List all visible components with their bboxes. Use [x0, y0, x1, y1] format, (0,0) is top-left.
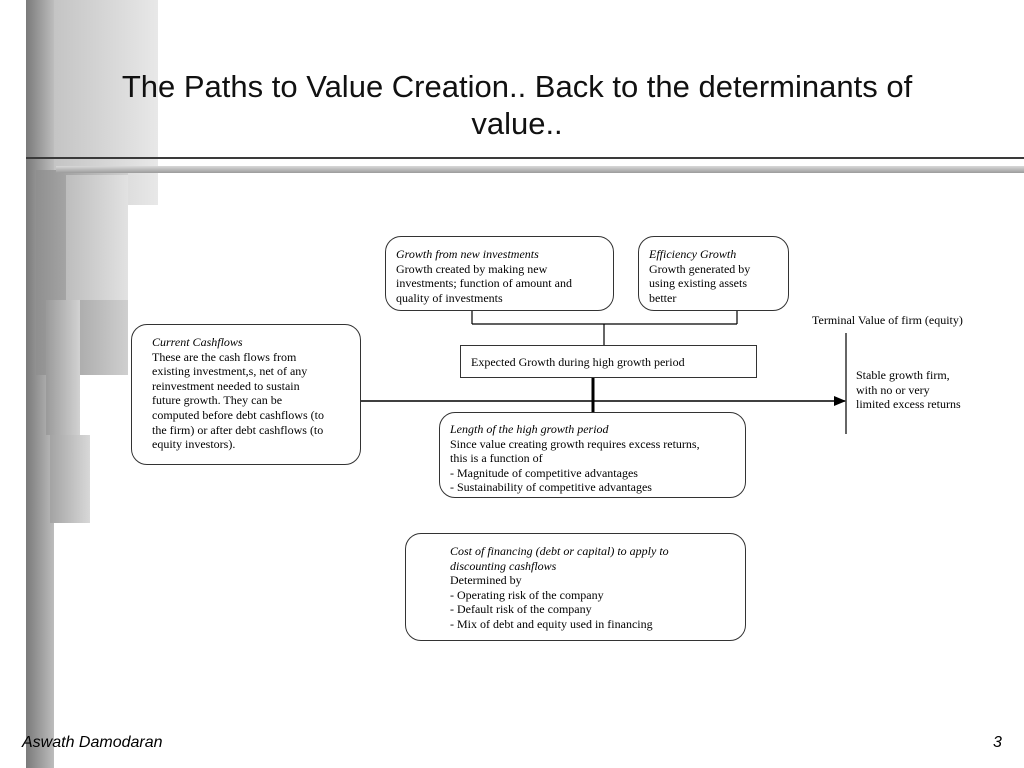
length-high-growth-box: Length of the high growth period Since v…: [439, 412, 746, 498]
terminal-value-heading: Terminal Value of firm (equity): [812, 313, 963, 327]
decor-bar-5: [46, 300, 80, 435]
length-high-growth-text: Since value creating growth requires exc…: [450, 436, 700, 495]
growth-new-investments-box: Growth from new investments Growth creat…: [385, 236, 614, 311]
title-divider: [26, 157, 1024, 159]
growth-new-investments-text: Growth created by making new investments…: [396, 261, 572, 305]
slide-title: The Paths to Value Creation.. Back to th…: [121, 69, 913, 141]
efficiency-growth-text: Growth generated by using existing asset…: [649, 261, 751, 305]
decor-bar-4: [66, 175, 128, 300]
cost-of-financing-box: Cost of financing (debt or capital) to a…: [405, 533, 746, 641]
cost-of-financing-heading: Cost of financing (debt or capital) to a…: [450, 544, 669, 573]
title-divider-shadow: [56, 166, 1024, 173]
efficiency-growth-box: Efficiency Growth Growth generated by us…: [638, 236, 789, 311]
current-cashflows-heading: Current Cashflows: [152, 335, 243, 349]
cost-of-financing-text: Determined by - Operating risk of the co…: [450, 573, 653, 631]
terminal-value-text: Stable growth firm, with no or very limi…: [856, 368, 961, 412]
current-cashflows-text: These are the cash flows from existing i…: [152, 349, 324, 452]
growth-new-investments-heading: Growth from new investments: [396, 247, 539, 261]
expected-growth-text: Expected Growth during high growth perio…: [471, 354, 685, 369]
efficiency-growth-heading: Efficiency Growth: [649, 247, 737, 261]
current-cashflows-box: Current Cashflows These are the cash flo…: [131, 324, 361, 465]
length-high-growth-heading: Length of the high growth period: [450, 422, 609, 436]
decor-bar-6: [50, 435, 90, 523]
footer-author: Aswath Damodaran: [22, 734, 163, 751]
page-number: 3: [993, 734, 1002, 751]
expected-growth-box: Expected Growth during high growth perio…: [460, 345, 757, 378]
